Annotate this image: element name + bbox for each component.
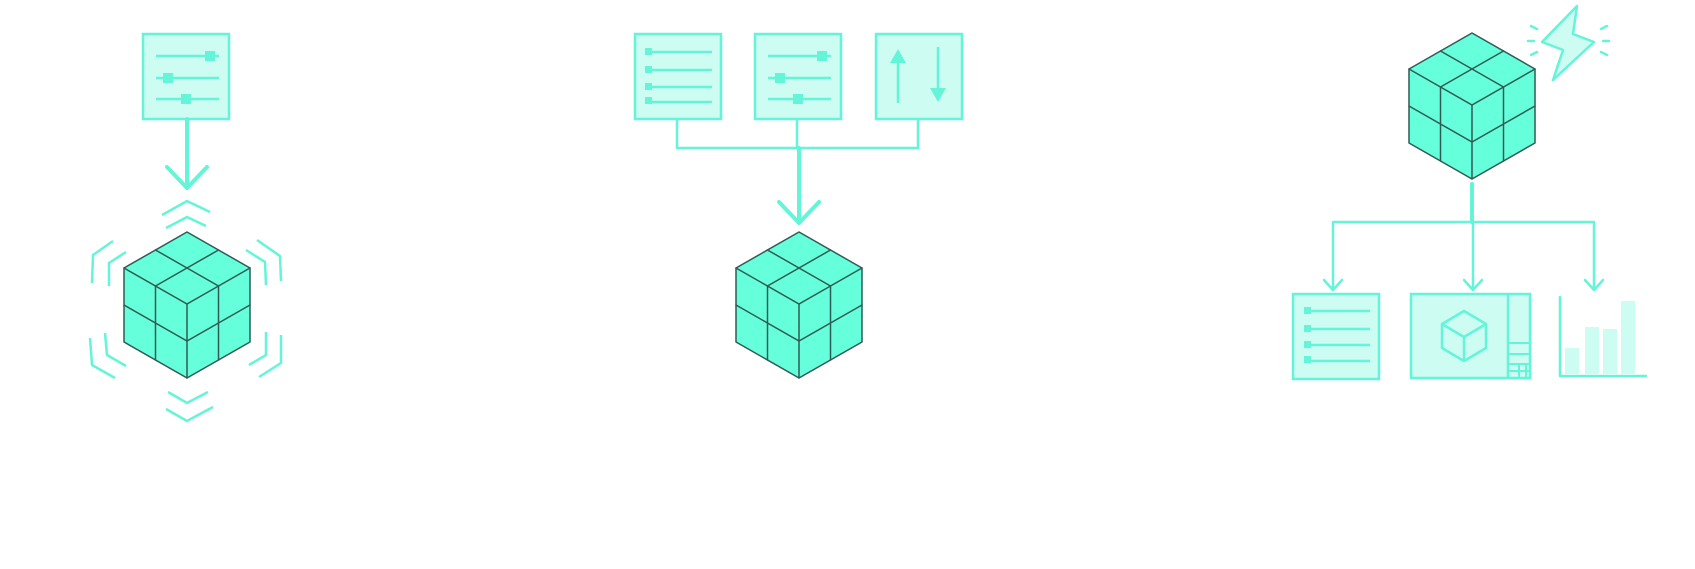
cube-icon — [1408, 32, 1536, 180]
arrow-down — [165, 117, 209, 190]
list-panel-icon — [633, 32, 723, 121]
cube-preview-panel-icon — [1409, 292, 1532, 380]
sliders-panel-icon — [141, 32, 231, 121]
cube-icon — [123, 231, 251, 379]
merge-arrow-down — [675, 117, 920, 225]
bar-chart-icon — [1558, 295, 1648, 378]
stage-configure — [88, 32, 283, 423]
sliders-panel-icon — [753, 32, 843, 121]
resize-brackets-icon — [88, 199, 283, 423]
stage-distribute — [1291, 4, 1648, 381]
up-down-arrows-panel-icon — [874, 32, 964, 121]
stage-combine — [633, 32, 964, 379]
split-arrows-down — [1322, 182, 1605, 292]
cube-icon — [735, 231, 863, 379]
lightning-bolt-icon — [1526, 4, 1611, 82]
list-panel-icon — [1291, 292, 1381, 381]
